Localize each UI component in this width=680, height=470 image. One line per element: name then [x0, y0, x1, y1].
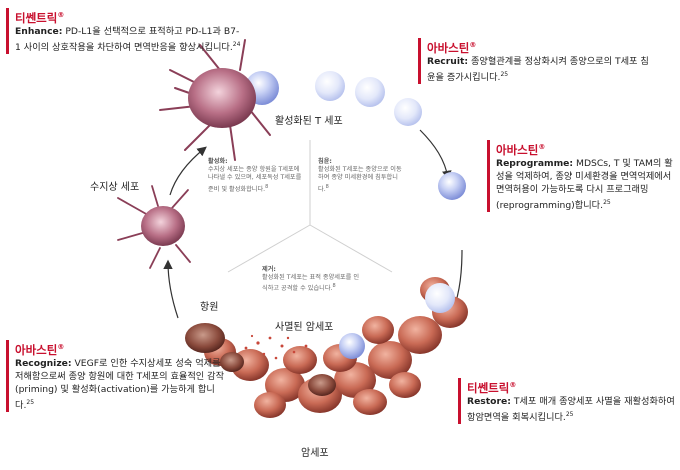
note-infiltration-head: 침윤: [318, 158, 332, 165]
antigen-particles [244, 334, 308, 360]
note-elimination: 제거: 활성화된 T세포는 표적 종양세포를 인식하고 공격할 수 있습니다.8 [262, 266, 362, 294]
label-dead-cancer-cell: 사멸된 암세포 [275, 322, 334, 333]
dendritic-cell-activated [159, 39, 271, 161]
callout-reprogramme-body: Reprogramme: MDSCs, T 및 TAM의 활성을 억제하여, 종… [496, 157, 673, 211]
t-cell-infiltrating [425, 283, 455, 313]
callout-reprogramme: 아바스틴® Reprogramme: MDSCs, T 및 TAM의 활성을 억… [487, 140, 678, 212]
callout-recruit-body: Recruit: 종양혈관계를 정상화시켜 종양으로의 T세포 침윤을 증가시킵… [427, 55, 649, 83]
callout-reprogramme-title: 아바스틴® [496, 142, 546, 157]
callout-restore-body: Restore: T세포 매개 종양세포 사멸을 재활성화하여 항암면역을 회복… [467, 395, 675, 423]
callout-recognize: 아바스틴® Recognize: VEGF로 인한 수지상세포 성숙 억제를 저… [6, 340, 225, 412]
note-infiltration-text: 활성화된 T세포는 종양으로 이동하여 종양 미세환경에 침투합니다. [318, 166, 402, 193]
callout-restore-title: 티쎈트릭® [467, 380, 517, 395]
note-infiltration: 침윤: 활성화된 T세포는 종양으로 이동하여 종양 미세환경에 침투합니다.8 [318, 158, 404, 194]
note-activation-head: 활성화: [208, 158, 228, 165]
label-antigen: 항원 [200, 302, 219, 313]
note-elimination-text: 활성화된 T세포는 표적 종양세포를 인식하고 공격할 수 있습니다. [262, 274, 360, 293]
cycle-arrow-left-up [169, 146, 207, 196]
callout-recognize-title: 아바스틴® [15, 342, 65, 357]
label-cancer-cell: 암세포 [301, 448, 329, 459]
callout-restore: 티쎈트릭® Restore: T세포 매개 종양세포 사멸을 재활성화하여 항암… [458, 378, 679, 424]
note-elimination-head: 제거: [262, 266, 276, 273]
dendritic-cell [117, 185, 191, 269]
dead-cancer-cells [185, 323, 336, 396]
cycle-arrow-antigen-up [163, 259, 179, 319]
callout-enhance-title: 티쎈트릭® [15, 10, 65, 25]
label-dendritic-cell: 수지상 세포 [90, 182, 140, 193]
cycle-arrow-tcell-down [419, 129, 452, 181]
callout-recognize-body: Recognize: VEGF로 인한 수지상세포 성숙 억제를 저해함으로써 … [15, 357, 225, 411]
note-activation: 활성화: 수지상 세포는 종양 항원을 T세포에 나타낼 수 있으며, 세포독성… [208, 158, 304, 194]
callout-enhance-body: Enhance: PD-L1을 선택적으로 표적하고 PD-L1과 B7-1 사… [15, 25, 241, 53]
label-activated-t-cell: 활성화된 T 세포 [275, 116, 343, 127]
t-cell-attacking [339, 333, 365, 359]
callout-enhance: 티쎈트릭® Enhance: PD-L1을 선택적으로 표적하고 PD-L1과 … [6, 8, 245, 54]
callout-recruit: 아바스틴® Recruit: 종양혈관계를 정상화시켜 종양으로의 T세포 침윤… [418, 38, 649, 84]
note-activation-text: 수지상 세포는 종양 항원을 T세포에 나타낼 수 있으며, 세포독성 T세포를… [208, 166, 302, 193]
callout-recruit-title: 아바스틴® [427, 40, 477, 55]
center-dividers [227, 140, 393, 273]
